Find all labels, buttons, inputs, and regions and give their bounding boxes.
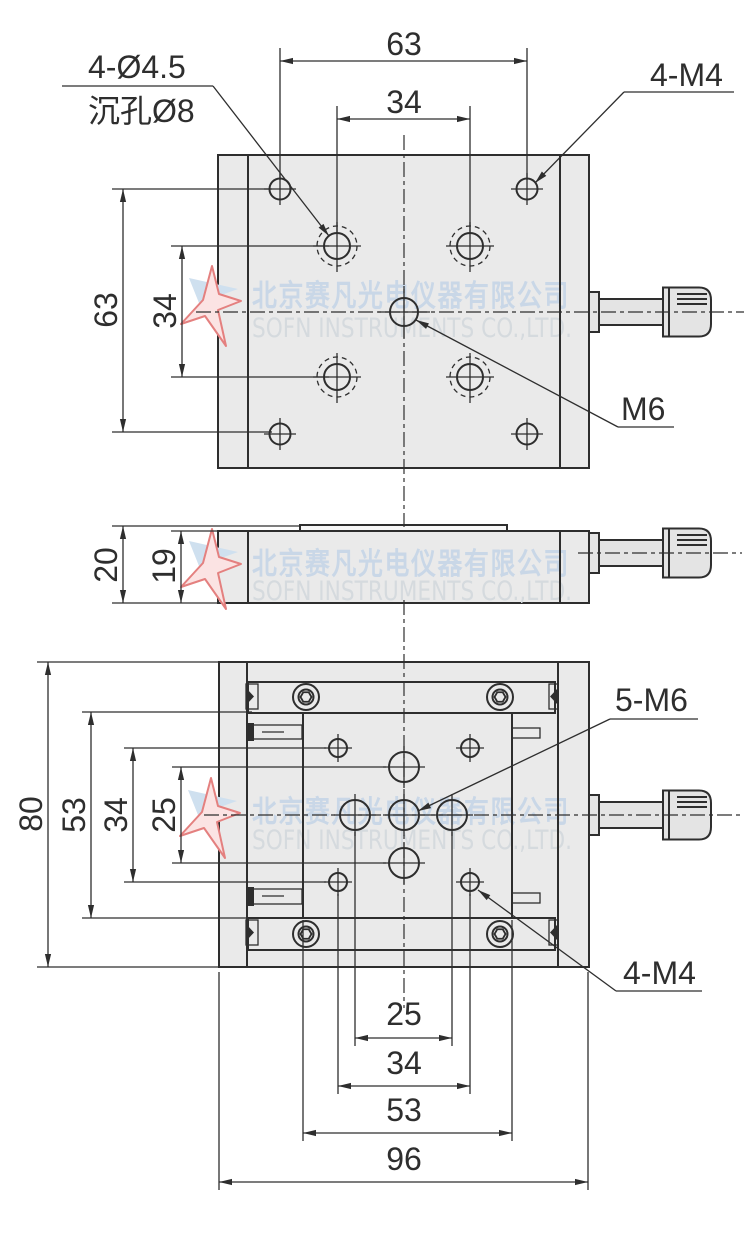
label-4m4-top: 4-M4 (650, 57, 723, 93)
watermark-cn-text: 北京赛凡光电仪器有限公司 (252, 279, 570, 314)
side-view-body (217, 530, 590, 604)
label-counterbore-line1: 4-Ø4.5 (88, 49, 186, 85)
watermark-cn-text: 北京赛凡光电仪器有限公司 (252, 547, 570, 582)
rail-end-cap (245, 683, 259, 710)
bottom-view-dimensions: 80 53 34 25 25 34 53 96 5-M6 4 (13, 661, 702, 1190)
side-view-dimensions: 20 19 (88, 525, 300, 604)
label-counterbore-line2: 沉孔Ø8 (88, 93, 195, 129)
dim-25-left: 25 (146, 797, 182, 833)
watermark-side: 北京赛凡光电仪器有限公司 SOFN INSTRUMENTS CO.,LTD. (180, 528, 572, 610)
dim-80: 80 (13, 796, 49, 832)
top-view-dimensions: 63 34 63 34 4-Ø4.5 沉孔Ø8 4-M4 M6 (62, 26, 734, 433)
dim-63-top: 63 (386, 26, 422, 62)
adjust-slot (511, 727, 541, 739)
guide-rail-bottom (247, 917, 556, 951)
rail-end-cap (245, 919, 259, 946)
dim-34-left: 34 (147, 293, 183, 329)
watermark-en-text: SOFN INSTRUMENTS CO.,LTD. (252, 313, 572, 344)
label-5m6: 5-M6 (615, 682, 688, 718)
rail-end-cap (548, 683, 559, 710)
label-4m4-bottom: 4-M4 (623, 955, 696, 991)
watermark-top: 北京赛凡光电仪器有限公司 SOFN INSTRUMENTS CO.,LTD. (180, 265, 572, 347)
dim-19: 19 (146, 548, 182, 584)
dim-96-bottom: 96 (386, 1141, 422, 1177)
dim-53-bottom: 53 (386, 1092, 422, 1128)
adjust-slot (247, 887, 303, 906)
bottom-view (245, 661, 712, 968)
centerlines (196, 135, 744, 1008)
dim-53-left: 53 (56, 797, 92, 833)
dim-25-bottom: 25 (386, 996, 422, 1032)
label-m6: M6 (621, 391, 665, 427)
dim-63-left: 63 (88, 292, 124, 328)
dim-34-left: 34 (98, 797, 134, 833)
adjust-slot (247, 723, 303, 741)
adjust-slot (511, 892, 541, 904)
dim-34-top: 34 (386, 84, 422, 120)
watermark-en-text: SOFN INSTRUMENTS CO.,LTD. (252, 576, 572, 607)
dim-34-bottom: 34 (386, 1045, 422, 1081)
dim-20: 20 (88, 547, 124, 583)
